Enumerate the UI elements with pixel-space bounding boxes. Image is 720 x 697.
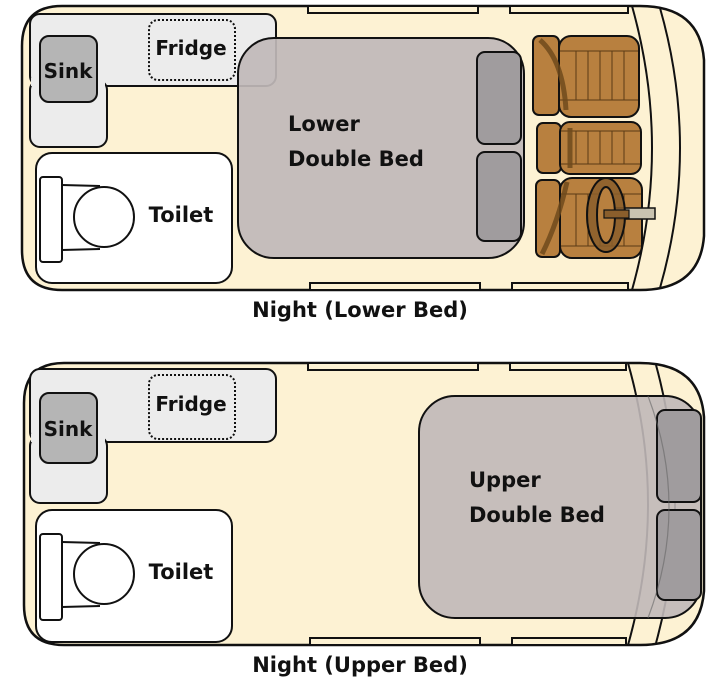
- fridge-label: Fridge: [155, 36, 226, 60]
- fridge-label: Fridge: [155, 392, 226, 416]
- sink: [39, 35, 98, 103]
- bed-label-line1: Lower: [288, 112, 360, 136]
- van-diagram-upper: Sink Fridge Toilet Upper Double Bed: [22, 361, 706, 647]
- toilet: [35, 152, 233, 284]
- upper-double-bed: [418, 395, 702, 619]
- sink: [39, 392, 98, 464]
- bed-label-line1: Upper: [469, 468, 541, 492]
- sink-label: Sink: [44, 59, 93, 83]
- cab-seats: [532, 35, 656, 259]
- bed-label-line2: Double Bed: [288, 147, 424, 171]
- sink-label: Sink: [44, 417, 93, 441]
- bed-label-line2: Double Bed: [469, 503, 605, 527]
- fridge: [148, 19, 236, 81]
- passenger-seat: [532, 35, 640, 118]
- middle-seat: [536, 121, 642, 175]
- van-floorplan-lower-bed: Sink Fridge Toilet Lower Double Bed: [0, 0, 720, 300]
- caption-lower-bed: Night (Lower Bed): [252, 298, 468, 322]
- fridge: [148, 374, 236, 440]
- toilet-label: Toilet: [149, 203, 214, 227]
- caption-upper-bed: Night (Upper Bed): [252, 653, 468, 677]
- steering-wheel-icon: [586, 177, 656, 253]
- van-diagram-lower: Sink Fridge Toilet Lower Double Bed: [20, 4, 706, 292]
- toilet-label: Toilet: [149, 560, 214, 584]
- lower-double-bed: [237, 37, 525, 259]
- van-floorplan-upper-bed: Sink Fridge Toilet Upper Double Bed: [0, 355, 720, 650]
- toilet: [35, 509, 233, 643]
